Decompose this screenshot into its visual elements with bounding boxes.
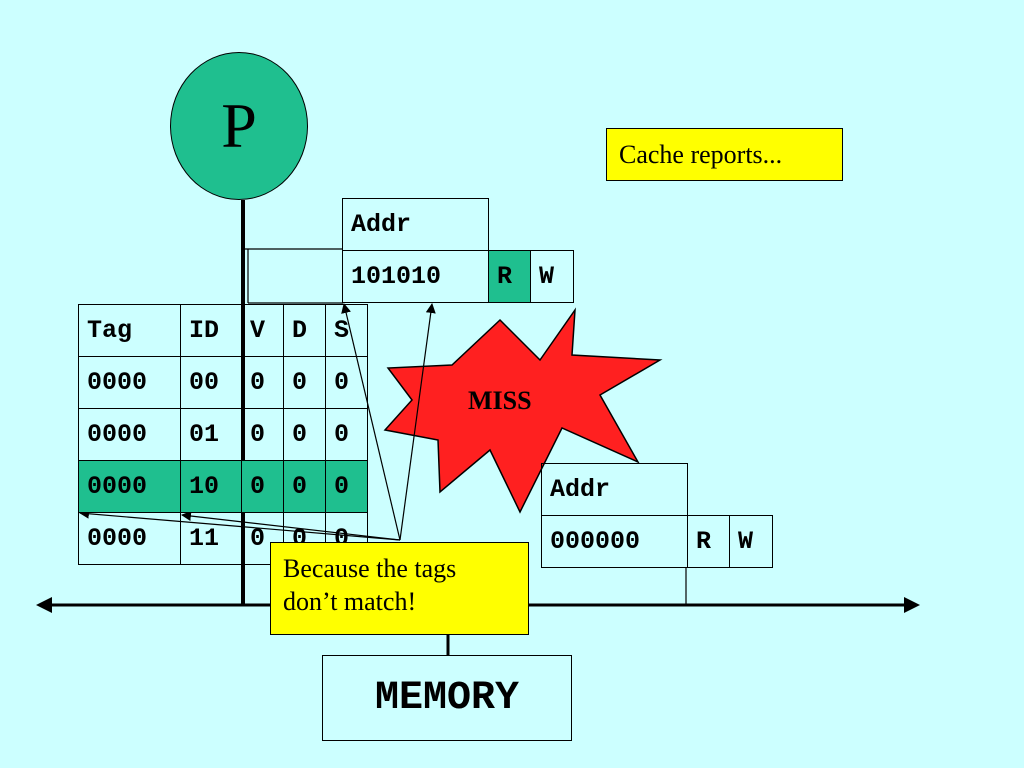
- cell-id: 00: [180, 356, 242, 409]
- cell-tag: 0000: [78, 408, 181, 461]
- write-flag: W: [729, 515, 773, 568]
- table-row-highlighted: 0000 10 0 0 0: [78, 460, 368, 513]
- request-top-table: Addr 101010 R W: [342, 198, 574, 303]
- cell-tag: 0000: [78, 356, 181, 409]
- cache-reports-text: Cache reports...: [619, 140, 783, 169]
- addr-value: 000000: [541, 515, 688, 568]
- cell-id: 10: [180, 460, 242, 513]
- col-d: D: [283, 304, 326, 357]
- read-flag: R: [687, 515, 730, 568]
- table-row: 0000 01 0 0 0: [78, 408, 368, 461]
- cell-v: 0: [241, 356, 284, 409]
- cell-id: 11: [180, 512, 242, 565]
- addr-header: Addr: [541, 463, 688, 516]
- col-id: ID: [180, 304, 242, 357]
- explanation-line-1: Because the tags: [283, 554, 457, 583]
- table-row: 0000 00 0 0 0: [78, 356, 368, 409]
- miss-label: MISS: [468, 386, 532, 415]
- cell-id: 01: [180, 408, 242, 461]
- cell-v: 0: [241, 408, 284, 461]
- cell-d: 0: [283, 356, 326, 409]
- col-tag: Tag: [78, 304, 181, 357]
- col-s: S: [325, 304, 368, 357]
- memory-box: MEMORY: [322, 655, 572, 741]
- explanation-note: Because the tags don’t match!: [270, 542, 529, 635]
- miss-starburst: [383, 307, 663, 514]
- arrow-to-addr-id: [399, 303, 436, 541]
- cell-d: 0: [283, 408, 326, 461]
- cell-d: 0: [283, 460, 326, 513]
- explanation-line-2: don’t match!: [283, 586, 417, 616]
- cell-tag: 0000: [78, 512, 181, 565]
- cache-header-row: Tag ID V D S: [78, 304, 368, 357]
- cell-s: 0: [325, 356, 368, 409]
- request-bottom-table: Addr 000000 R W: [541, 463, 773, 568]
- bus-right-arrow-icon: [904, 597, 920, 613]
- cell-tag: 0000: [78, 460, 181, 513]
- cell-s: 0: [325, 408, 368, 461]
- addr-value: 101010: [342, 250, 489, 303]
- processor-label: P: [221, 90, 257, 161]
- cache-reports-note: Cache reports...: [606, 128, 843, 181]
- addr-header: Addr: [342, 198, 489, 251]
- col-v: V: [241, 304, 284, 357]
- memory-label: MEMORY: [374, 675, 520, 721]
- cell-v: 0: [241, 460, 284, 513]
- cache-table: Tag ID V D S 0000 00 0 0 0 0000 01 0 0 0…: [78, 304, 368, 565]
- bus-left-arrow-icon: [36, 597, 52, 613]
- read-flag: R: [488, 250, 531, 303]
- processor-node: P: [170, 52, 308, 200]
- cell-s: 0: [325, 460, 368, 513]
- write-flag: W: [530, 250, 574, 303]
